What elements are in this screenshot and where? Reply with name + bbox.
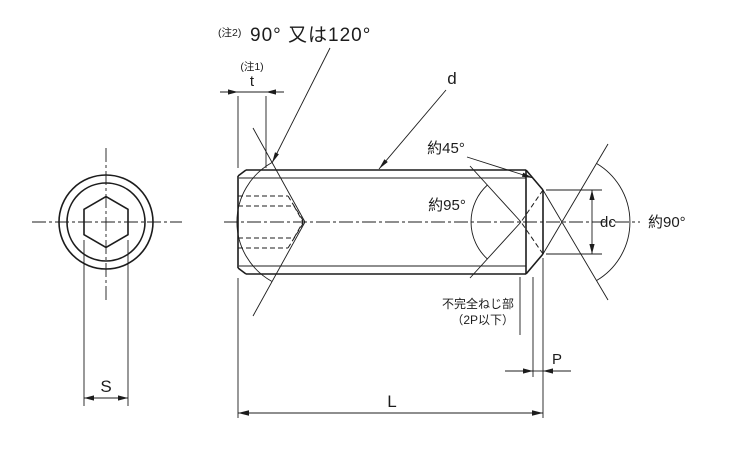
cup-angle-label: 約95° — [428, 197, 466, 214]
overall-length-label: L — [387, 392, 396, 411]
socket-cone-hidden-top — [287, 195, 305, 223]
socket-cone-hidden-bottom-inner — [293, 221, 304, 239]
note2-leader-line — [271, 47, 331, 164]
l-arrowhead-left — [238, 410, 249, 416]
thread-minor-diameter-circle — [66, 182, 146, 262]
chamfer-leader-arrow — [521, 172, 533, 178]
socket-cone-hidden-top-inner — [293, 205, 304, 223]
cup-cone-hidden-top — [520, 189, 544, 223]
s-arrowhead-left — [84, 395, 94, 401]
incomplete-thread-label-line1: 不完全ねじ部 — [442, 296, 514, 311]
note1-label: (注1) — [240, 60, 263, 73]
width-across-flats-label: S — [100, 377, 111, 396]
point-angle-arc — [596, 163, 631, 281]
point-angle-line-top — [542, 189, 609, 301]
d-leader-arrow — [379, 159, 388, 169]
point-angle-label: 約90° — [648, 214, 686, 231]
cup-angle-arc — [470, 184, 488, 260]
chamfer-angle-label: 約45° — [427, 140, 465, 157]
socket-angle-line-bottom — [252, 221, 306, 317]
l-arrowhead-right — [532, 410, 543, 416]
thread-diameter-label: d — [447, 69, 456, 88]
dc-arrowhead-bottom — [589, 244, 595, 254]
thread-major-diameter-circle — [58, 174, 154, 270]
note2-leader-arrow — [272, 152, 279, 163]
socket-cone-hidden-bottom — [287, 221, 305, 249]
point-chamfer-bottom — [525, 253, 544, 275]
hex-socket-outline — [83, 195, 129, 249]
side-view — [224, 169, 640, 275]
note2-label: (注2) — [218, 26, 241, 39]
cup-angle-line-top — [469, 165, 522, 223]
t-arrowhead-right — [266, 89, 276, 95]
p-arrowhead-right — [543, 368, 553, 374]
d-leader-line — [378, 89, 447, 170]
cup-cone-hidden-bottom — [520, 221, 544, 255]
p-arrowhead-left — [523, 368, 533, 374]
socket-angle-line-top — [252, 127, 306, 223]
left-chamfer-top — [237, 169, 247, 177]
t-arrowhead-left — [228, 89, 238, 95]
cup-diameter-label: dc — [600, 214, 616, 231]
pitch-label: P — [552, 351, 562, 368]
cup-angle-line-bottom — [469, 221, 522, 279]
incomplete-thread-label-line2: （2P以下） — [451, 313, 514, 327]
socket-angle-label: 90° 又は120° — [250, 25, 371, 46]
socket-angle-arc — [236, 162, 273, 282]
socket-depth-label: t — [250, 73, 255, 90]
dc-arrowhead-top — [589, 190, 595, 200]
point-angle-line-bottom — [542, 143, 609, 255]
s-arrowhead-right — [118, 395, 128, 401]
left-chamfer-bottom — [237, 267, 247, 275]
end-view: S — [32, 148, 182, 406]
dimensions: (注1) t dc P L — [220, 60, 616, 418]
annotations: (注2) 90° 又は120° d 約45° 約95° 約90° 不完全ねじ部 … — [218, 25, 686, 377]
chamfer-leader-line — [466, 156, 534, 179]
point-chamfer-top — [525, 169, 544, 191]
